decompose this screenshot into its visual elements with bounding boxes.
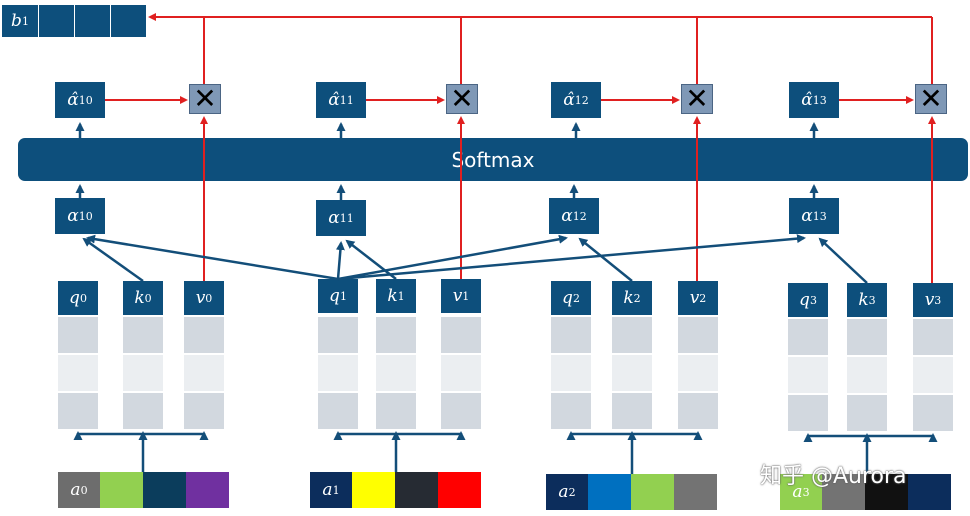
multiply-node-0: ✕: [189, 84, 221, 114]
softmax-label: Softmax: [451, 147, 535, 172]
k0-vector: [123, 317, 163, 431]
q2-vector: [551, 317, 591, 431]
input-a0-cell: [186, 472, 229, 508]
v2-vector: [678, 317, 718, 431]
q3-vector: [788, 319, 828, 433]
v1-vector: [441, 317, 481, 431]
multiply-node-2: ✕: [681, 84, 713, 114]
projection-arrows: [73, 431, 938, 474]
watermark: 知乎 @Aurora: [760, 464, 907, 489]
input-a0-cell: [100, 472, 143, 508]
multiply-node-3: ✕: [915, 84, 947, 114]
k1-vector: [376, 317, 416, 431]
v0-vector: [184, 317, 224, 431]
k2-vector: [612, 317, 652, 431]
output-sup: 1: [21, 14, 29, 28]
alpha-hat-11: α̂11: [316, 82, 366, 118]
input-a3-cell: [822, 474, 865, 510]
alpha-hat-12: α̂12: [551, 82, 601, 118]
output-vector: [38, 5, 146, 37]
alpha-hat-13: α̂13: [789, 82, 839, 118]
input-a1-cell: [395, 472, 438, 508]
q0-vector: [58, 317, 98, 431]
multiply-node-1: ✕: [446, 84, 478, 114]
input-a2-cell: [588, 474, 631, 510]
softmax-layer: Softmax: [18, 138, 968, 181]
input-a2-cell: [631, 474, 674, 510]
input-a3-cell: [865, 474, 908, 510]
alpha-hat-10: α̂10: [55, 82, 105, 118]
k3-vector: [847, 319, 887, 433]
input-a3-cell: [908, 474, 951, 510]
input-a1-cell: [352, 472, 395, 508]
output-base: b: [11, 11, 22, 31]
flow-arrows: [75, 122, 868, 284]
q1-vector: [318, 317, 358, 431]
input-a0-cell: [143, 472, 186, 508]
input-a1-cell: [438, 472, 481, 508]
v3-vector: [913, 319, 953, 433]
input-a2-cell: [674, 474, 717, 510]
value-paths: [105, 13, 936, 283]
